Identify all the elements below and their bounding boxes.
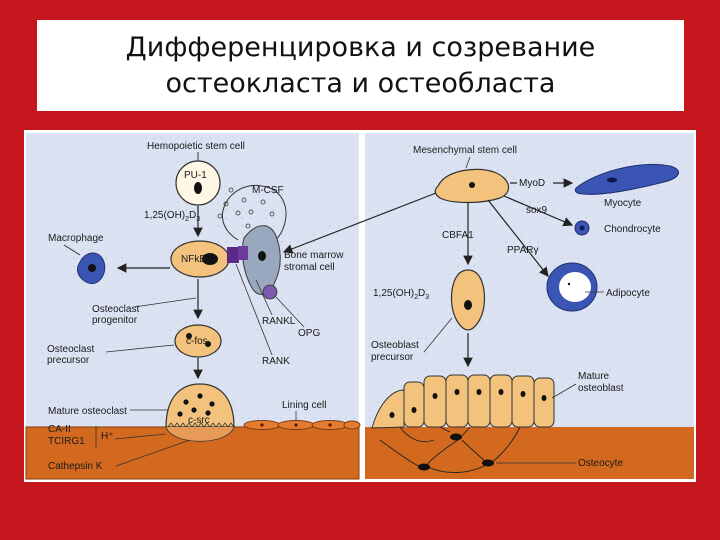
mature-osteoblasts: [371, 374, 555, 429]
mature-osteoclast: [165, 383, 235, 428]
label-opg: OPG: [298, 328, 320, 339]
label-cathepsin-k: Cathepsin K: [48, 461, 103, 472]
label-lining-cell: Lining cell: [282, 400, 326, 411]
label-mesenchymal-stem-cell: Mesenchymal stem cell: [413, 145, 517, 156]
label-macrophage: Macrophage: [48, 233, 104, 244]
label-adipocyte: Adipocyte: [606, 288, 650, 299]
label-cfos: c-fos: [186, 336, 208, 347]
myocyte-cell: [574, 163, 679, 195]
label-myod: MyoD: [519, 178, 545, 189]
slide-title-line-1: Дифференцировка и созревание: [125, 31, 596, 63]
slide-title-line-2: остеокласта и остеобласта: [165, 67, 556, 99]
label-pu1: PU-1: [184, 170, 207, 181]
label-myocyte: Myocyte: [604, 198, 642, 209]
rank-receptor: [227, 247, 239, 263]
bone-matrix-right: [365, 427, 694, 479]
title-box: Дифференцировка и созревание остеокласта…: [37, 20, 684, 111]
label-mature-osteoclast: Mature osteoclast: [48, 406, 127, 417]
label-osteocyte: Osteocyte: [578, 458, 623, 469]
label-tcirg1: TCIRG1: [48, 436, 85, 447]
label-osteoblast-precursor-2: precursor: [371, 352, 414, 363]
label-osteoclast-precursor-1: Osteoclast: [47, 344, 94, 355]
label-ca2: CA-II: [48, 424, 71, 435]
label-vitd-right: 1,25(OH): [373, 288, 414, 299]
label-hemopoietic-stem-cell: Hemopoietic stem cell: [147, 141, 245, 152]
label-osteoclast-precursor-2: precursor: [47, 355, 90, 366]
label-rank: RANK: [262, 356, 290, 367]
label-bone-marrow-1: Bone marrow: [284, 250, 344, 261]
label-bone-marrow-2: stromal cell: [284, 262, 335, 273]
label-mature-osteoblast-1: Mature: [578, 371, 610, 382]
label-cbfa1: CBFA1: [442, 230, 474, 241]
label-osteoclast-progenitor-2: progenitor: [92, 315, 138, 326]
label-vitd-left: 1,25(OH): [144, 210, 185, 221]
label-chondrocyte: Chondrocyte: [604, 224, 661, 235]
label-osteoclast-progenitor-1: Osteoclast: [92, 304, 139, 315]
svg-text:1,25(OH)2D3: 1,25(OH)2D3: [373, 288, 429, 301]
label-csrc: c-src: [188, 415, 210, 426]
label-hplus: H⁺: [101, 431, 114, 442]
svg-text:1,25(OH)2D3: 1,25(OH)2D3: [144, 210, 200, 223]
opg-cell: [262, 284, 278, 300]
label-sox9: sox9: [526, 205, 548, 216]
label-osteoblast-precursor-1: Osteoblast: [371, 340, 419, 351]
label-rankl: RANKL: [262, 316, 296, 327]
label-mcsf: M-CSF: [252, 185, 284, 196]
label-ppar: PPARγ: [507, 245, 539, 256]
cfos-cell: [174, 324, 222, 358]
label-mature-osteoblast-2: osteoblast: [578, 383, 624, 394]
label-nfkb: NFkB: [181, 254, 206, 265]
